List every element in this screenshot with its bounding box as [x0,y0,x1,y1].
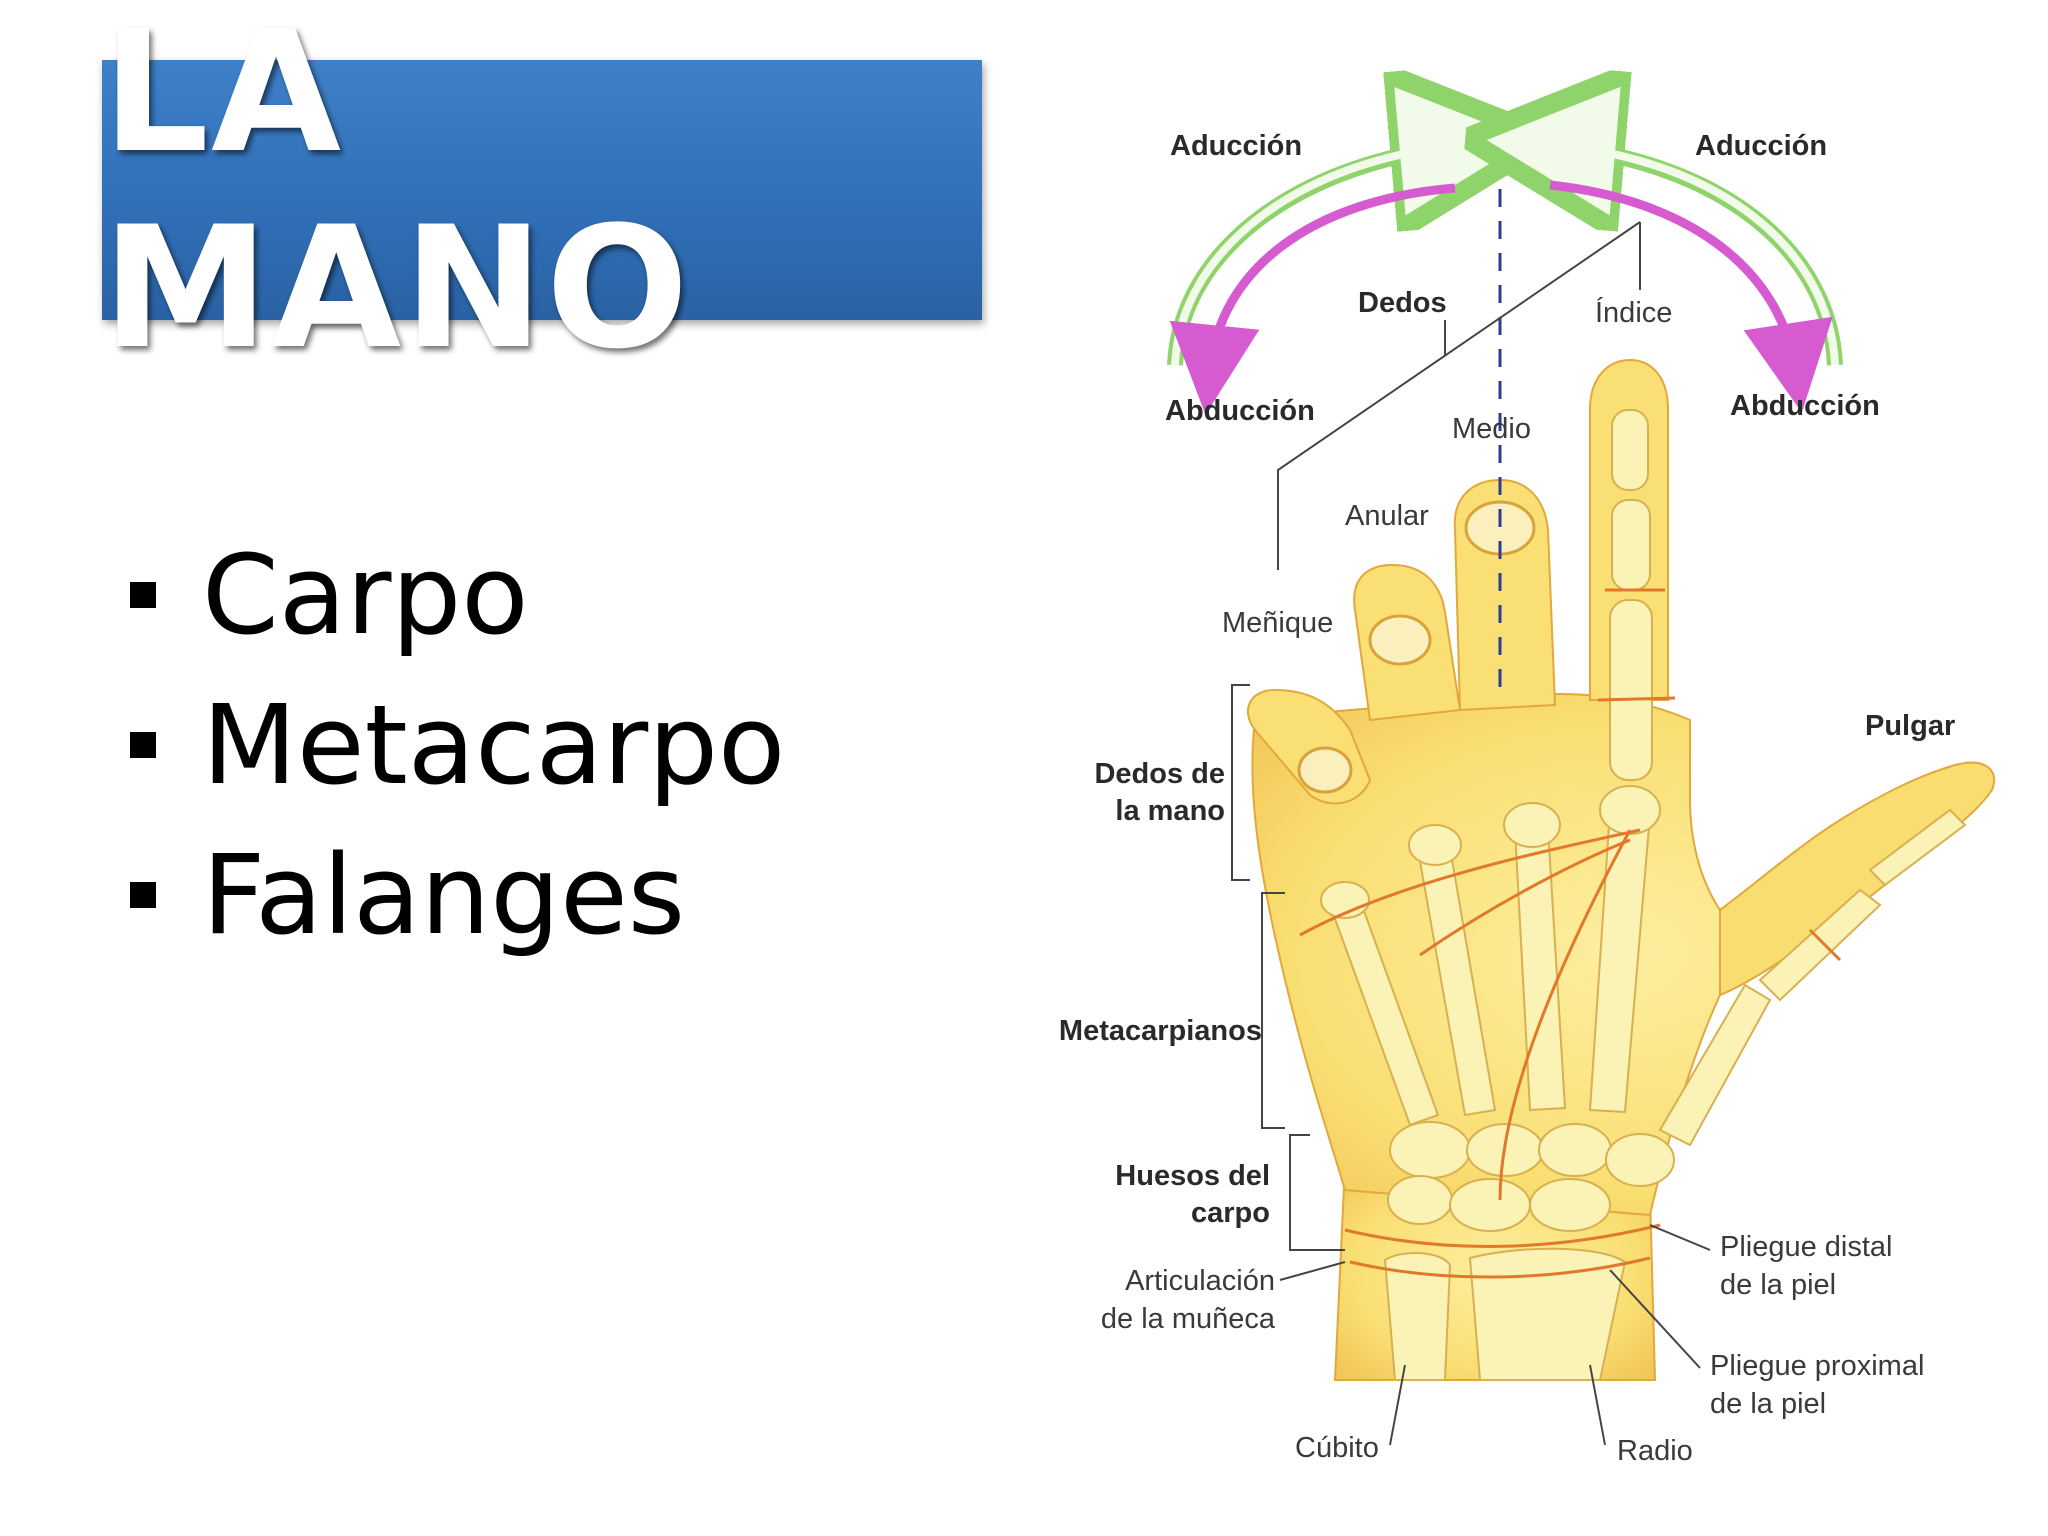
label-articulacion-line2: de la muñeca [1101,1303,1276,1335]
label-pliegue-distal-line1: Pliegue distal [1720,1231,1893,1263]
radio-leader [1589,1364,1606,1446]
movement-arrows [1167,141,1843,415]
hand-bones [1320,409,1967,1381]
cubito-leader [1389,1364,1406,1446]
label-metacarpianos: Metacarpianos [1059,1015,1262,1047]
square-bullet-icon [130,732,156,758]
abduccion-left-arrow [1169,183,1456,415]
knuckle-middle [1503,802,1561,848]
index-proximal-phalanx [1609,599,1653,781]
thumb-crease [1808,928,1842,962]
thumb-proximal-phalanx [1758,888,1882,1002]
label-menique: Meñique [1222,607,1333,639]
carpal-bone [1389,1121,1471,1179]
index-middle-phalanx [1611,499,1651,591]
label-pliegue-distal-line2: de la piel [1720,1269,1836,1301]
label-dedos-mano-line2: la mano [1115,795,1225,827]
knuckle-ring [1408,824,1462,866]
distal-wrist-crease [1344,1223,1661,1248]
bullet-text: Metacarpo [202,681,786,809]
square-bullet-icon [130,882,156,908]
label-abduccion-right: Abducción [1730,390,1880,422]
list-item: Carpo [130,520,785,670]
palm-crease [1299,828,1641,937]
leader-lines [1231,221,1711,1446]
carpal-bone [1387,1175,1453,1225]
skin-creases [1299,588,1842,1279]
carpal-bone [1605,1133,1675,1187]
label-dedos-mano-line1: Dedos de [1094,758,1225,790]
bullet-list: Carpo Metacarpo Falanges [130,520,785,970]
label-abduccion-left: Abducción [1165,395,1315,427]
label-aduccion-right: Aducción [1695,130,1827,162]
palm-crease [1419,838,1631,957]
ring-fingernail [1368,614,1432,666]
label-aduccion-left: Aducción [1170,130,1302,162]
list-item: Falanges [130,820,785,970]
carpal-bone [1529,1178,1611,1232]
articulacion-leader [1279,1261,1346,1281]
dedos-leader [1277,221,1641,570]
title-banner: LA MANO [102,0,982,386]
square-bullet-icon [130,582,156,608]
abduccion-right-arrow [1549,180,1833,413]
index-finger-crease [1597,696,1676,702]
huesos-bracket [1289,1134,1345,1251]
label-pliegue-proximal-line1: Pliegue proximal [1710,1350,1924,1382]
carpal-bone [1538,1123,1612,1177]
label-anular: Anular [1345,500,1429,532]
label-articulacion-line1: Articulación [1125,1265,1275,1297]
page-title: LA MANO [102,0,691,386]
index-distal-phalanx [1611,409,1649,491]
pliegue-distal-leader [1649,1224,1711,1251]
label-pliegue-proximal-line2: de la piel [1710,1388,1826,1420]
thumb-distal-phalanx [1868,808,1967,887]
label-huesos-line1: Huesos del [1115,1160,1270,1192]
label-dedos: Dedos [1358,287,1447,319]
label-indice: Índice [1595,296,1672,329]
palm-crease [1498,829,1632,1201]
carpal-bone [1449,1178,1531,1232]
little-fingernail [1297,746,1353,794]
proximal-wrist-crease [1349,1256,1651,1279]
metacarpianos-bracket [1261,892,1285,1129]
pliegue-proximal-leader [1609,1269,1701,1369]
knuckle-index [1599,785,1661,835]
list-item: Metacarpo [130,670,785,820]
label-huesos-line2: carpo [1191,1197,1270,1229]
radius-bone [1468,1247,1627,1381]
thumb-shape [1719,761,1996,997]
dedos-mano-bracket [1231,684,1250,881]
label-radio: Radio [1617,1435,1693,1467]
bullet-text: Carpo [202,531,529,659]
metacarpal-thumb [1658,983,1772,1147]
diagram-labels: Aducción Aducción Abducción Abducción De… [1059,130,1955,1467]
aduccion-right-arrow-inner [1552,141,1839,366]
aduccion-left-arrow-inner [1171,141,1463,366]
label-medio: Medio [1452,413,1531,445]
label-pulgar: Pulgar [1865,710,1955,742]
label-cubito: Cúbito [1295,1432,1379,1464]
bullet-text: Falanges [202,831,686,959]
ulna-bone [1383,1252,1452,1381]
